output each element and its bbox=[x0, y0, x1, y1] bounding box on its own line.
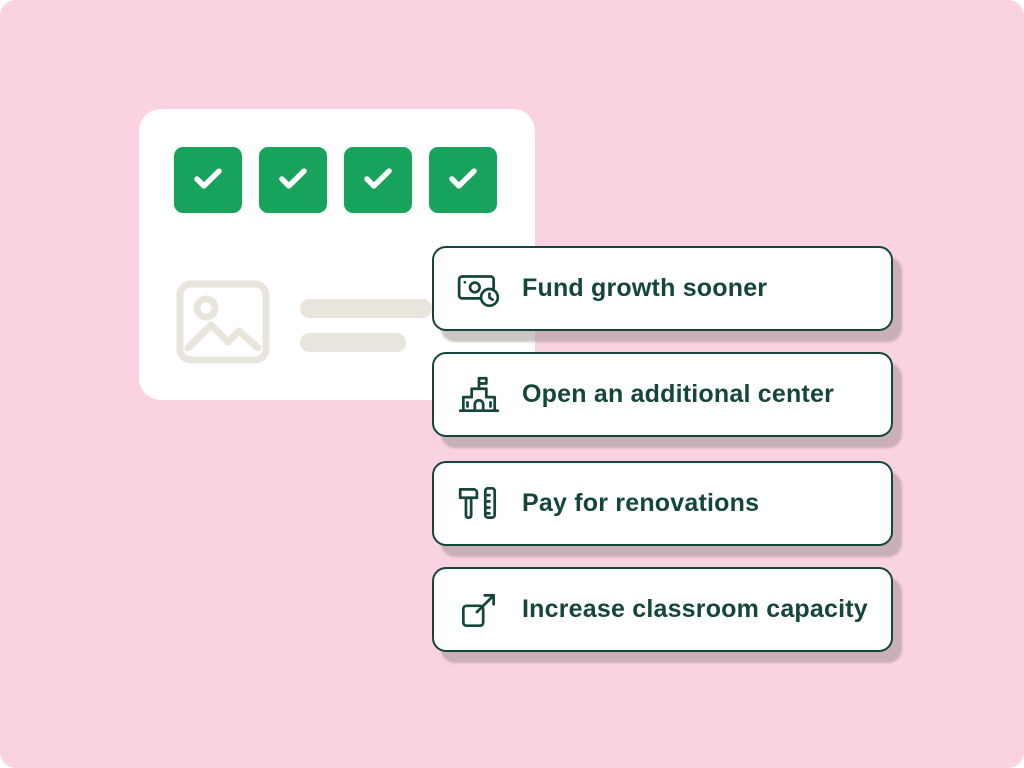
checkbox-checked[interactable] bbox=[259, 147, 327, 213]
expand-arrow-icon bbox=[456, 587, 502, 633]
option-label: Fund growth sooner bbox=[522, 274, 768, 302]
option-label: Open an additional center bbox=[522, 380, 834, 408]
option-label: Increase classroom capacity bbox=[522, 595, 868, 623]
checkbox-checked[interactable] bbox=[174, 147, 242, 213]
option-fund-growth[interactable]: Fund growth sooner bbox=[432, 246, 893, 331]
skeleton-line bbox=[300, 299, 432, 318]
check-icon bbox=[274, 159, 312, 202]
skeleton-line bbox=[300, 333, 406, 352]
checkbox-checked[interactable] bbox=[429, 147, 497, 213]
option-open-center[interactable]: Open an additional center bbox=[432, 352, 893, 437]
hammer-ruler-icon bbox=[456, 481, 502, 527]
checkbox-checked[interactable] bbox=[344, 147, 412, 213]
check-icon bbox=[444, 159, 482, 202]
banknote-clock-icon bbox=[456, 266, 502, 312]
option-label: Pay for renovations bbox=[522, 489, 760, 517]
option-pay-renovations[interactable]: Pay for renovations bbox=[432, 461, 893, 546]
check-icon bbox=[359, 159, 397, 202]
image-placeholder-icon bbox=[175, 279, 271, 365]
school-building-icon bbox=[456, 372, 502, 418]
option-increase-capacity[interactable]: Increase classroom capacity bbox=[432, 567, 893, 652]
check-icon bbox=[189, 159, 227, 202]
checkbox-row bbox=[174, 147, 497, 213]
